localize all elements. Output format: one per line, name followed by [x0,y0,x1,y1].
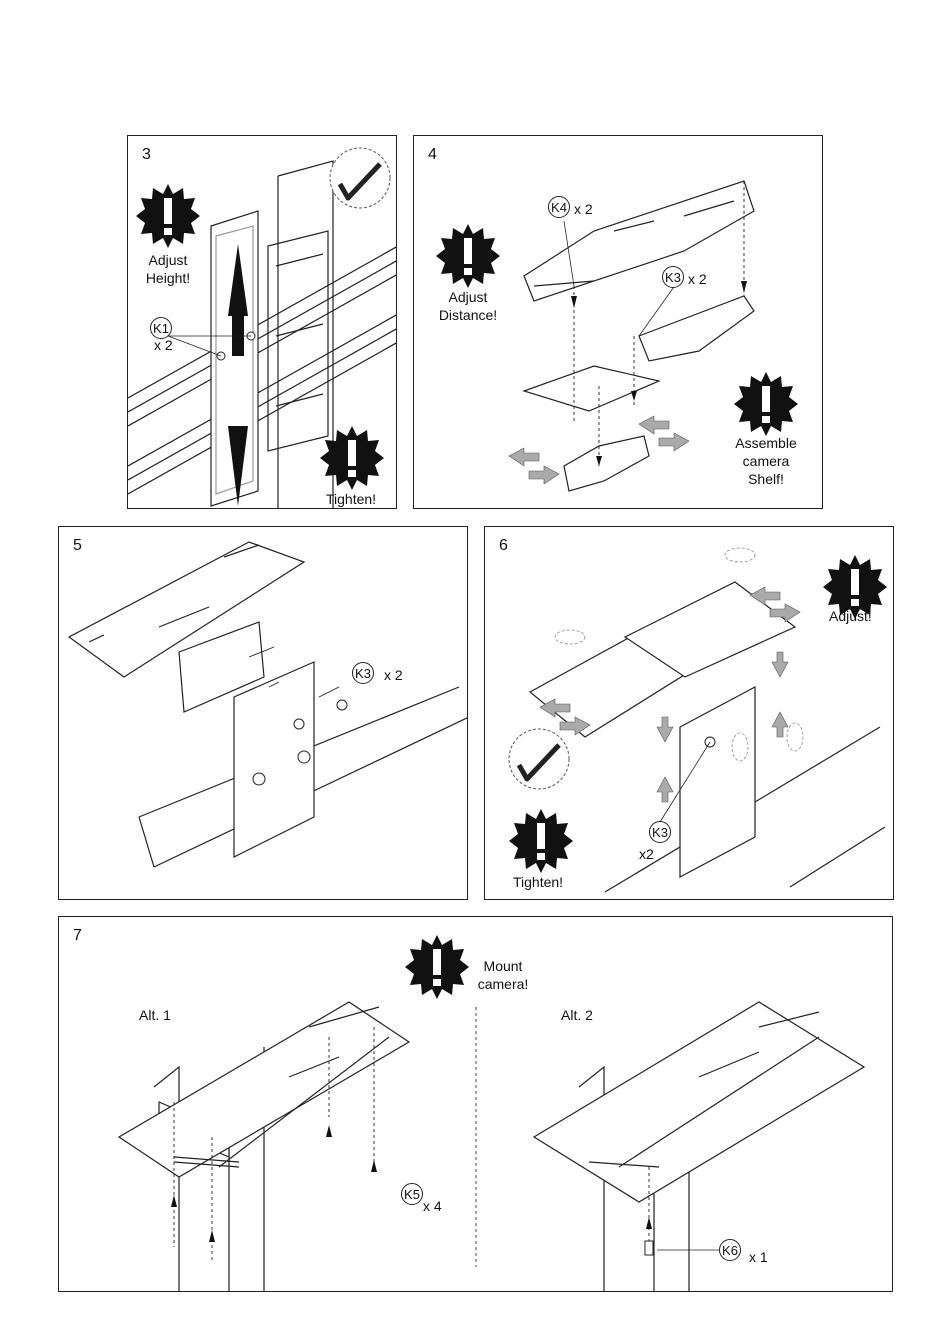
adjust-height-label: Adjust Height! [136,251,200,287]
quantity-label: x2 [639,845,654,863]
alt-2-label: Alt. 2 [561,1006,593,1024]
quantity-label: x 2 [384,666,403,684]
exclamation-burst-icon [136,184,200,248]
adjust-label: Adjust! [829,607,872,625]
quantity-label-k4: x 2 [574,200,593,218]
part-callout-k6: K6 [719,1239,741,1261]
quantity-label-k5: x 4 [423,1197,442,1215]
exclamation-burst-icon [734,372,798,436]
exclamation-burst-icon [509,809,573,873]
mount-camera-label: Mount camera! [471,957,535,993]
step-5-illustration [59,527,468,900]
step-7-panel: 7 Mount camera! [58,916,893,1292]
assemble-shelf-label: Assemble camera Shelf! [726,434,806,488]
quantity-label-k6: x 1 [749,1248,768,1266]
tighten-label: Tighten! [513,873,563,891]
part-callout-k5: K5 [401,1183,423,1205]
exclamation-burst-icon [405,935,469,999]
adjust-distance-label: Adjust Distance! [426,288,510,324]
part-callout-k3: K3 [662,266,684,288]
step-5-panel: 5 K3 x 2 [58,526,468,900]
part-callout-k3: K3 [352,662,374,684]
tighten-label: Tighten! [326,490,376,508]
part-callout-k3: K3 [649,821,671,843]
quantity-label-k3: x 2 [688,270,707,288]
alt-1-label: Alt. 1 [139,1006,171,1024]
step-4-panel: 4 Adjust Distance! [413,135,823,509]
exclamation-burst-icon [436,224,500,288]
quantity-label: x 2 [154,336,173,354]
part-callout-k4: K4 [548,196,570,218]
step-3-panel: 3 Adjust Height! K1 x 2 [127,135,397,509]
step-6-panel: 6 Adjust! [484,526,894,900]
exclamation-burst-icon [320,426,384,490]
